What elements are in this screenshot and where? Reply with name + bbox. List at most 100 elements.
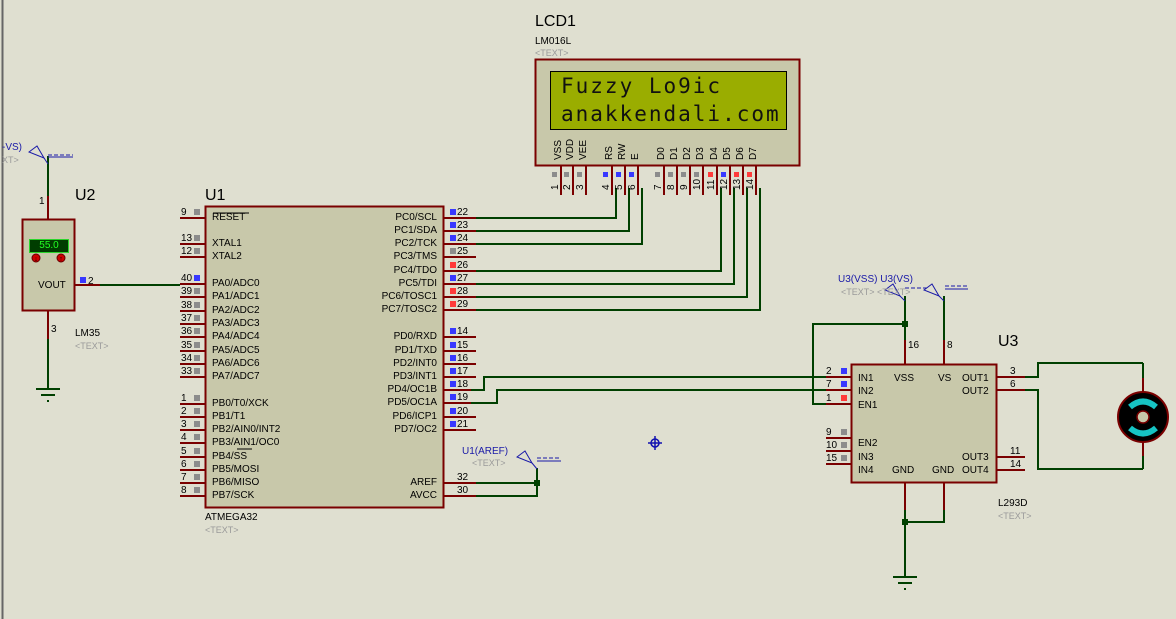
- u1-pin-number: 21: [457, 419, 469, 430]
- u1-pin-name: PA0/ADC0: [212, 278, 260, 289]
- u1-pin-state: [450, 342, 456, 348]
- u1-pin-state: [450, 235, 456, 241]
- u2-pin-label-vout: VOUT: [38, 280, 66, 291]
- lcd-part-name: LM016L: [535, 36, 572, 47]
- lcd-pin-label: D4: [709, 147, 720, 160]
- u1-pin-number: 24: [457, 233, 469, 244]
- u1-pins: [180, 209, 476, 497]
- u1-pin-state: [194, 328, 200, 334]
- u1-pin-name: AVCC: [409, 490, 437, 501]
- u1-pin-state: [450, 248, 456, 254]
- u1-text-placeholder: <TEXT>: [205, 525, 239, 535]
- down-arrow-icon: ↓: [34, 256, 38, 263]
- lcd-pin-state: [603, 172, 608, 177]
- u1-pin-number: 7: [181, 472, 187, 483]
- u1-pin-name: PD1/TXD: [394, 345, 437, 356]
- u3-label-en1: EN1: [858, 400, 878, 411]
- u1-pin-state: [194, 487, 200, 493]
- lcd-pin-label: D0: [656, 147, 667, 160]
- u1-pin-name: PB6/MISO: [212, 477, 260, 488]
- u1-pin-name: PB1/T1: [212, 411, 246, 422]
- u1-pin-number: 33: [181, 366, 193, 377]
- u1-pin-name: PC6/TOSC1: [381, 291, 437, 302]
- u1-pin-state: [194, 474, 200, 480]
- u3-pin-number: 8: [947, 340, 953, 351]
- power-terminal-icon: [922, 283, 968, 302]
- lcd-pin-state: [655, 172, 660, 177]
- lcd-pin-label: D3: [695, 147, 706, 160]
- u1-pin-state: [450, 301, 456, 307]
- lcd-pin-number: 4: [601, 184, 612, 190]
- lcd-pin-label: D1: [669, 147, 680, 160]
- u1-pin-number: 28: [457, 286, 469, 297]
- u1-pin-state: [450, 355, 456, 361]
- u1-pin-name: PB5/MOSI: [212, 464, 260, 475]
- junction-dot: [902, 321, 908, 327]
- u2-body[interactable]: [21, 218, 76, 312]
- u1-pin-state: [450, 262, 456, 268]
- u3-label-in1: IN1: [858, 373, 874, 384]
- u3-pin-number: 9: [826, 427, 832, 438]
- u3-label-out1: OUT1: [962, 373, 989, 384]
- u1-pin-number: 2: [181, 406, 187, 417]
- u1-pin-state: [450, 368, 456, 374]
- u1-pin-state: [194, 288, 200, 294]
- u1-pin-number: 14: [457, 326, 469, 337]
- u3-label-out3: OUT3: [962, 452, 989, 463]
- u1-pin-state: [194, 421, 200, 427]
- u3-pin-number: 11: [1010, 446, 1021, 457]
- u1-pin-state: [194, 342, 200, 348]
- u1-pin-name: PA7/ADC7: [212, 371, 260, 382]
- u1-pin-number: 13: [181, 233, 193, 244]
- lcd-pin-number: 5: [614, 184, 625, 190]
- u3-pin-number: 10: [826, 440, 838, 451]
- lcd-pin-label: VSS: [553, 139, 564, 160]
- u1-pin-name: PD2/INT0: [393, 358, 437, 369]
- u1-pin-name: PC7/TOSC2: [381, 304, 437, 315]
- u1-pin-name: PA2/ADC2: [212, 305, 260, 316]
- u1-pin-number: 26: [457, 260, 469, 271]
- u1-pin-number: 8: [181, 485, 187, 496]
- lcd-pin-number: 9: [679, 184, 690, 190]
- u3-label-gnd: GND: [932, 465, 955, 476]
- u1-pin-name: PB0/T0/XCK: [212, 398, 269, 409]
- dc-motor[interactable]: [1117, 363, 1169, 469]
- u2-text-placeholder: <TEXT>: [75, 341, 109, 351]
- u1-pin-number: 40: [181, 273, 193, 284]
- lcd-pin-state: [721, 172, 726, 177]
- u1-pin-state: [450, 275, 456, 281]
- lcd-pin-state: [668, 172, 673, 177]
- u1-pin-number: 32: [457, 472, 469, 483]
- lm35-up-button[interactable]: [56, 253, 66, 263]
- u1-pin-number: 20: [457, 406, 469, 417]
- u1-pin-state: [450, 381, 456, 387]
- u1-reference: U1: [205, 187, 226, 204]
- lcd-pin-state: [552, 172, 557, 177]
- u3-pin-number: 16: [908, 340, 920, 351]
- u1-pin-name: PD4/OC1B: [387, 384, 437, 395]
- u1-pin-state: [194, 275, 200, 281]
- u3-body[interactable]: [850, 363, 998, 484]
- lm35-down-button[interactable]: [31, 253, 41, 263]
- junction-dot: [902, 519, 908, 525]
- u1-pin-name: PC2/TCK: [394, 238, 437, 249]
- u2-reference: U2: [75, 187, 96, 204]
- u1-pin-number: 23: [457, 220, 469, 231]
- u1-pin-state: [194, 235, 200, 241]
- lcd-screen: [550, 71, 787, 130]
- u1-pin-name: PC4/TDO: [393, 265, 437, 276]
- lcd-pin-state: [577, 172, 582, 177]
- u1-pin-number: 12: [181, 246, 193, 257]
- u3-label-in3: IN3: [858, 452, 874, 463]
- u3-pin-number: 1: [826, 393, 832, 404]
- u1-pin-state: [194, 448, 200, 454]
- lcd1-component[interactable]: [534, 58, 801, 167]
- u1-body[interactable]: [204, 205, 445, 509]
- u1-pin-name: AREF: [410, 477, 437, 488]
- u1-pin-state: [194, 302, 200, 308]
- u1-pin-number: 37: [181, 313, 193, 324]
- u1-pin-number: 27: [457, 273, 469, 284]
- u1-pin-number: 35: [181, 340, 193, 351]
- u1-pin-name: PB2/AIN0/INT2: [212, 424, 281, 435]
